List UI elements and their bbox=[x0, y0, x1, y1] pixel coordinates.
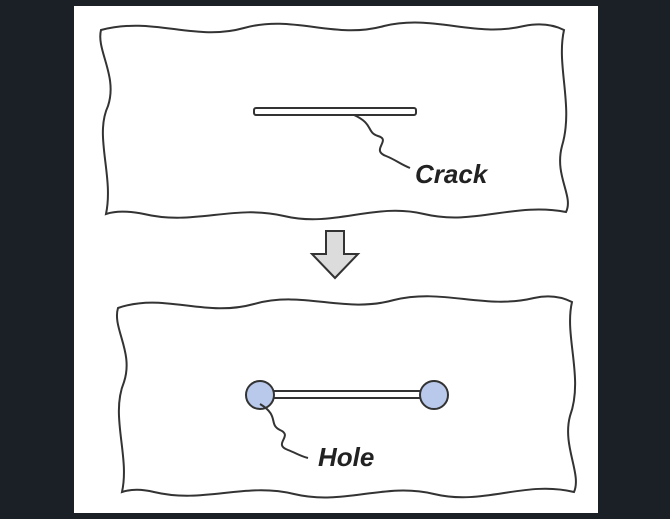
hole-left-end bbox=[245, 380, 275, 410]
crack-label: Crack bbox=[415, 159, 489, 189]
top-material-sheet bbox=[99, 21, 569, 221]
crack-slit bbox=[253, 107, 417, 116]
hole-right-end bbox=[419, 380, 449, 410]
hole-slit bbox=[259, 390, 435, 399]
hole-label: Hole bbox=[318, 442, 374, 472]
diagram-canvas: Crack Hole bbox=[99, 21, 577, 499]
hole-leader-line bbox=[259, 403, 309, 459]
crack-to-hole-diagram: Crack Hole bbox=[74, 6, 598, 513]
down-arrow-icon bbox=[309, 230, 361, 280]
crack-leader-line bbox=[353, 114, 411, 169]
